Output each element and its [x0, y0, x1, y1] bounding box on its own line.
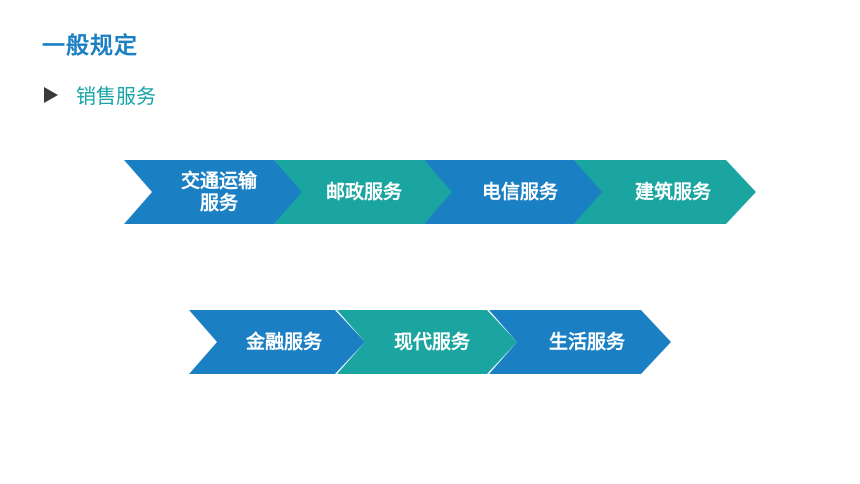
chevron-modern-service: 现代服务 — [337, 310, 517, 374]
chevron-label: 金融服务 — [245, 331, 322, 353]
chevron-telecom-service: 电信服务 — [424, 160, 604, 224]
chevron-label-line2: 服务 — [199, 192, 238, 214]
triangle-bullet-icon — [44, 86, 58, 103]
chevron-label: 建筑服务 — [634, 181, 711, 203]
chevron-finance-service: 金融服务 — [189, 310, 365, 374]
chevron-label-line1: 交通运输 — [180, 170, 257, 192]
bullet-text: 销售服务 — [76, 84, 156, 108]
chevron-label: 电信服务 — [481, 181, 558, 203]
chevron-label: 生活服务 — [548, 331, 625, 353]
chevron-label: 现代服务 — [393, 331, 470, 353]
bullet-item: 销售服务 — [44, 80, 156, 109]
slide-title: 一般规定 — [42, 33, 138, 59]
chevron-construction-service: 建筑服务 — [574, 160, 756, 224]
chevron-label: 邮政服务 — [325, 181, 402, 203]
chevron-transport-service: 交通运输 服务 — [124, 160, 304, 224]
chevron-life-service: 生活服务 — [489, 310, 671, 374]
chevron-postal-service: 邮政服务 — [274, 160, 454, 224]
